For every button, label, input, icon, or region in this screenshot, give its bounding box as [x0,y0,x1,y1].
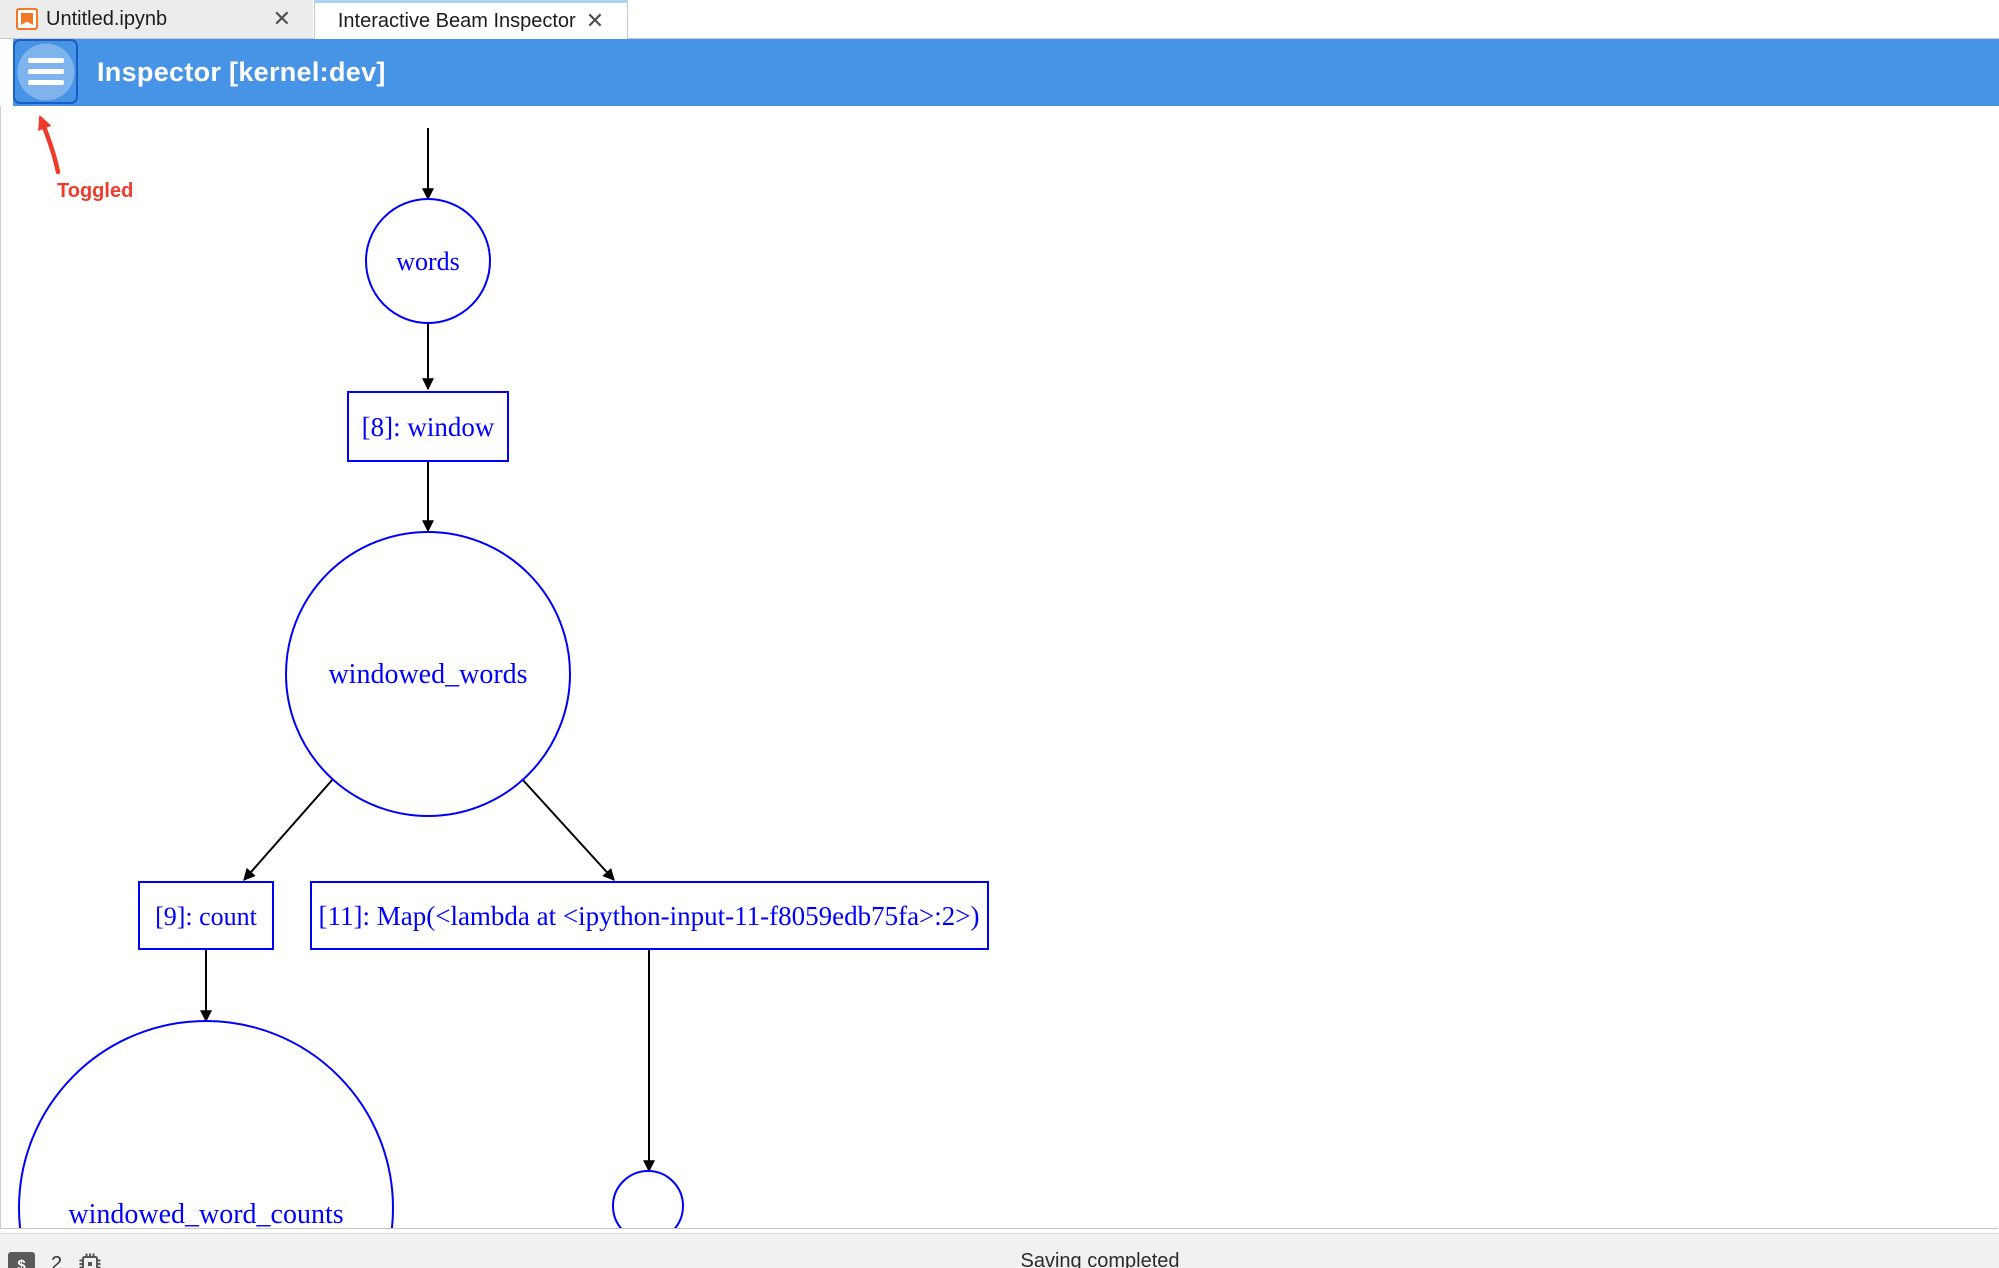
node-words-circle[interactable] [365,198,491,324]
node-words-label: words [396,247,460,276]
edge-windowed-words-to-count [243,778,334,881]
close-icon[interactable]: ✕ [272,6,291,31]
tab-untitled-notebook[interactable]: Untitled.ipynb ✕ [0,0,314,38]
notebook-icon [16,8,38,30]
kernel-chip-icon [79,1253,101,1268]
kernel-count: 2 [51,1253,63,1268]
inspector-header: Inspector [kernel:dev] [13,38,1999,106]
tab-bar: Untitled.ipynb ✕ Interactive Beam Inspec… [0,0,1999,39]
tab-interactive-beam-inspector[interactable]: Interactive Beam Inspector ✕ [314,0,628,39]
node-windowed-word-counts-label: windowed_word_counts [68,1199,343,1228]
node-output-circle[interactable] [612,1170,684,1228]
terminal-icon: $ [8,1252,35,1268]
running-sessions[interactable]: $ 2 [8,1252,102,1268]
node-window-label: [8]: window [362,412,495,442]
pipeline-dag: words [8]: window windowed_words [9]: co… [18,128,989,1228]
node-window-box[interactable] [347,391,509,462]
node-map-box[interactable] [310,881,989,950]
status-bar: $ 2 Saving completed [0,1233,1999,1268]
node-count-label: [9]: count [155,902,258,931]
menu-toggle-button[interactable] [13,39,78,104]
pipeline-graph-canvas: words [8]: window windowed_words [9]: co… [0,106,1998,1229]
graph-edges [200,128,655,1173]
node-map-label: [11]: Map(<lambda at <ipython-input-11-f… [319,901,980,931]
node-windowed-words-circle[interactable] [285,531,571,817]
status-message: Saving completed [1020,1250,1180,1268]
close-icon[interactable]: ✕ [585,8,605,33]
node-windowed-words-label: windowed_words [328,659,527,690]
annotation-arrow [38,114,61,175]
edge-windowed-words-to-map [521,778,615,881]
node-count-box[interactable] [138,881,274,950]
annotation-toggled-label: Toggled [57,180,134,202]
tab-label: Untitled.ipynb [46,7,168,30]
page-title: Inspector [kernel:dev] [97,56,386,87]
tab-label: Interactive Beam Inspector [337,9,576,32]
hamburger-icon [27,58,64,63]
node-windowed-word-counts-circle[interactable] [18,1020,394,1228]
